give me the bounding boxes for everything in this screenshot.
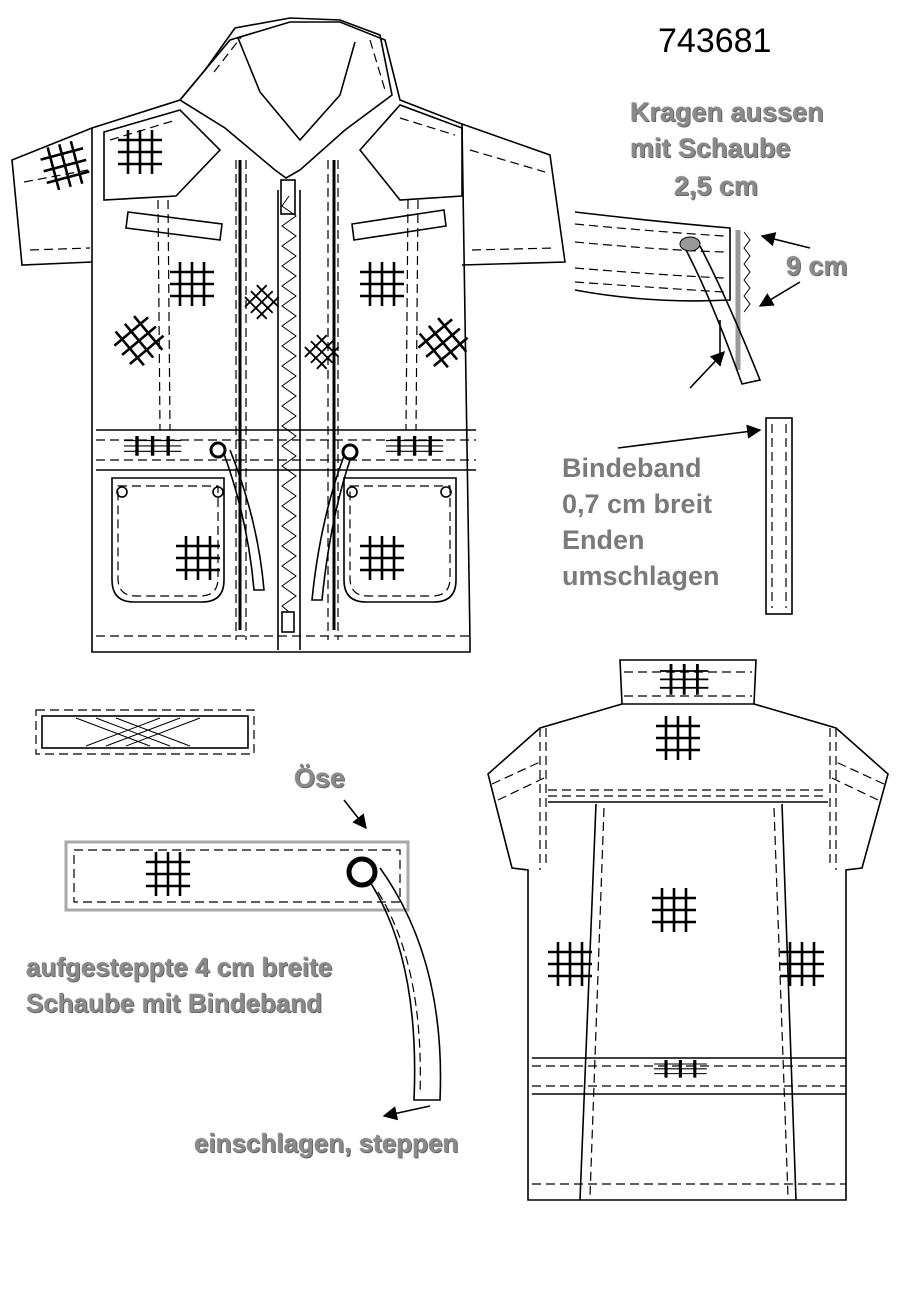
eyelet-label: Öse <box>294 763 346 793</box>
eyelet-icon <box>346 856 378 888</box>
collar-label-line-3: 2,5 cm <box>674 171 759 201</box>
front-view <box>11 17 566 653</box>
width-label: 9 cm <box>786 251 848 281</box>
collar-label-line-2: mit Schaube <box>630 133 791 163</box>
tie-band-label-line-3: Enden <box>562 525 645 555</box>
collar-label-line-1: Kragen aussen <box>630 97 824 127</box>
collar-detail <box>574 211 811 389</box>
tie-band-detail <box>617 417 793 615</box>
casing-detail <box>64 799 442 1121</box>
model-number: 743681 <box>658 22 772 60</box>
tie-band-label-line-2: 0,7 cm breit <box>562 489 713 519</box>
welt-detail <box>35 709 255 755</box>
arrow-icon <box>343 799 367 830</box>
tie-band-label-line-1: Bindeband <box>562 453 702 483</box>
casing-label-line-1: aufgesteppte 4 cm breite <box>26 952 333 982</box>
tie-band-label-line-4: umschlagen <box>562 561 720 591</box>
fold-stitch-label: einschlagen, steppen <box>194 1128 459 1158</box>
back-view <box>487 659 889 1201</box>
casing-label-line-2: Schaube mit Bindeband <box>26 988 323 1018</box>
